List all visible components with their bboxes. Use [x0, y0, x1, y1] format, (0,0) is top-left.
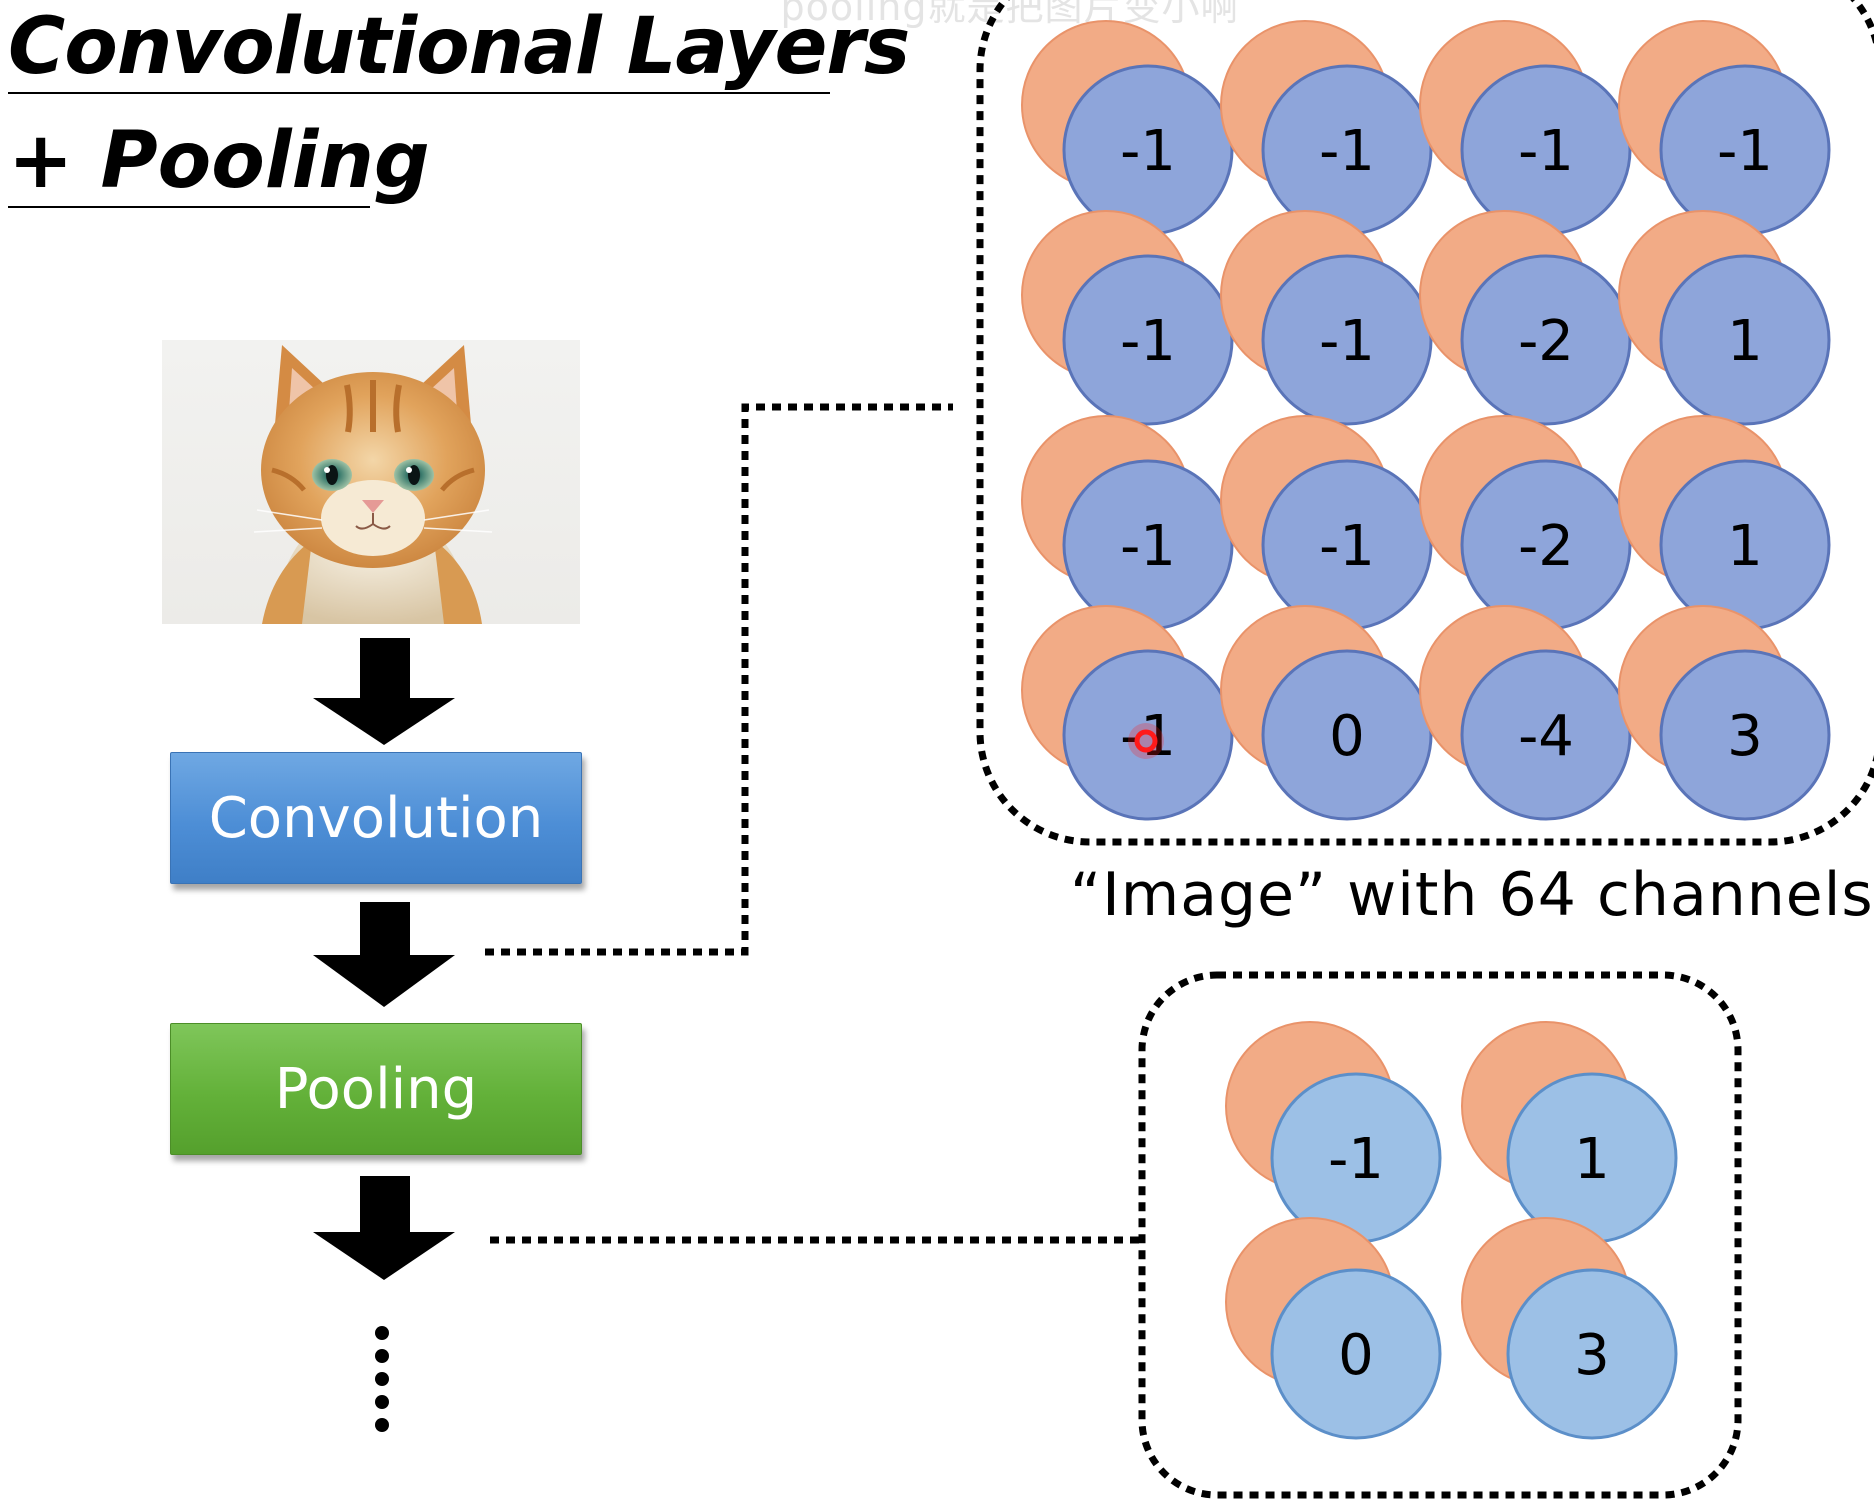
convolution-box: Convolution — [170, 752, 582, 884]
front-channel-circle — [1062, 649, 1234, 821]
pooled-map-value: 0 — [1338, 1323, 1374, 1388]
feature-map-cell: -1 — [1220, 20, 1433, 236]
feature-map-cell: -2 — [1419, 415, 1632, 631]
pooled-map-value: -1 — [1328, 1127, 1384, 1192]
front-channel-circle — [1261, 254, 1433, 426]
feature-map-value: -1 — [1319, 309, 1375, 374]
feature-map-value: -1 — [1717, 119, 1773, 184]
pooled-map-cell: -1 — [1225, 1021, 1442, 1244]
feature-map-value: 1 — [1727, 514, 1763, 579]
feature-map-cell: -1 — [1021, 605, 1234, 821]
feature-map-cell: -1 — [1021, 20, 1234, 236]
pooled-map-cell: 0 — [1225, 1217, 1442, 1440]
pooled-map-frame — [1138, 971, 1742, 1499]
feature-map-cell: 1 — [1618, 210, 1831, 426]
feature-map-value: -1 — [1120, 704, 1176, 769]
slide-title-line-1: Convolutional Layers — [8, 2, 910, 94]
front-channel-circle — [1062, 254, 1234, 426]
feature-map-cell: -1 — [1021, 210, 1234, 426]
feature-map-value: -1 — [1120, 119, 1176, 184]
feature-map-cell: -1 — [1220, 210, 1433, 426]
cat-illustration — [253, 345, 493, 624]
down-arrow-icon — [313, 638, 455, 745]
video-subtitle: pooling就是把图片变小啊 — [780, 0, 1240, 29]
feature-map-value: -4 — [1518, 704, 1574, 769]
front-channel-circle — [1659, 254, 1831, 426]
feature-map-cell: 0 — [1220, 605, 1433, 821]
feature-map-value: -1 — [1319, 119, 1375, 184]
pooled-map-value: 3 — [1574, 1323, 1610, 1388]
feature-map-cell: -1 — [1220, 415, 1433, 631]
pooled-map-cell: 1 — [1461, 1021, 1678, 1244]
feature-map-cell: -2 — [1419, 210, 1632, 426]
vertical-dots-icon — [375, 1326, 389, 1432]
feature-map-value: 1 — [1727, 309, 1763, 374]
feature-map-cell: -4 — [1419, 605, 1632, 821]
feature-map-cell: 1 — [1618, 415, 1831, 631]
feature-map-cell: -1 — [1419, 20, 1632, 236]
pooling-box: Pooling — [170, 1023, 582, 1155]
pooled-map-cell: 3 — [1461, 1217, 1678, 1440]
feature-map-value: 0 — [1329, 704, 1365, 769]
feature-map-cell: -1 — [1021, 415, 1234, 631]
slide-title-line-2: + Pooling — [8, 116, 430, 208]
pooled-map-value: 1 — [1574, 1127, 1610, 1192]
feature-map-value: -2 — [1518, 514, 1574, 579]
front-channel-circle — [1460, 649, 1632, 821]
front-channel-circle — [1460, 254, 1632, 426]
down-arrow-icon — [313, 902, 455, 1007]
feature-map-value: -1 — [1120, 309, 1176, 374]
feature-map-value: 3 — [1727, 704, 1763, 769]
feature-map-frame — [976, 0, 1874, 846]
feature-map-value: -1 — [1319, 514, 1375, 579]
connector-lines — [485, 403, 1140, 1244]
front-channel-circle — [1261, 649, 1433, 821]
feature-map-value: -1 — [1120, 514, 1176, 579]
down-arrow-icon — [313, 1176, 455, 1280]
cat-image — [162, 340, 580, 624]
feature-map-label: “Image” with 64 channels — [1070, 860, 1874, 930]
pooled-map-grid: -1 1 0 3 — [1225, 1021, 1678, 1440]
connector-to-feature-map — [485, 403, 953, 956]
front-channel-circle — [1659, 649, 1831, 821]
front-channel-circle — [1506, 1268, 1678, 1440]
feature-map-cell: 3 — [1618, 605, 1831, 821]
feature-map-cell: -1 — [1618, 20, 1831, 236]
laser-pointer-icon — [1128, 723, 1164, 759]
front-channel-circle — [1270, 1268, 1442, 1440]
feature-map-value: -1 — [1518, 119, 1574, 184]
feature-map-value: -2 — [1518, 309, 1574, 374]
feature-map-grid: -1 -1 -1 -1 -1 -1 -2 1 -1 -1 -2 1 -1 0 -4 3 — [1021, 20, 1831, 821]
